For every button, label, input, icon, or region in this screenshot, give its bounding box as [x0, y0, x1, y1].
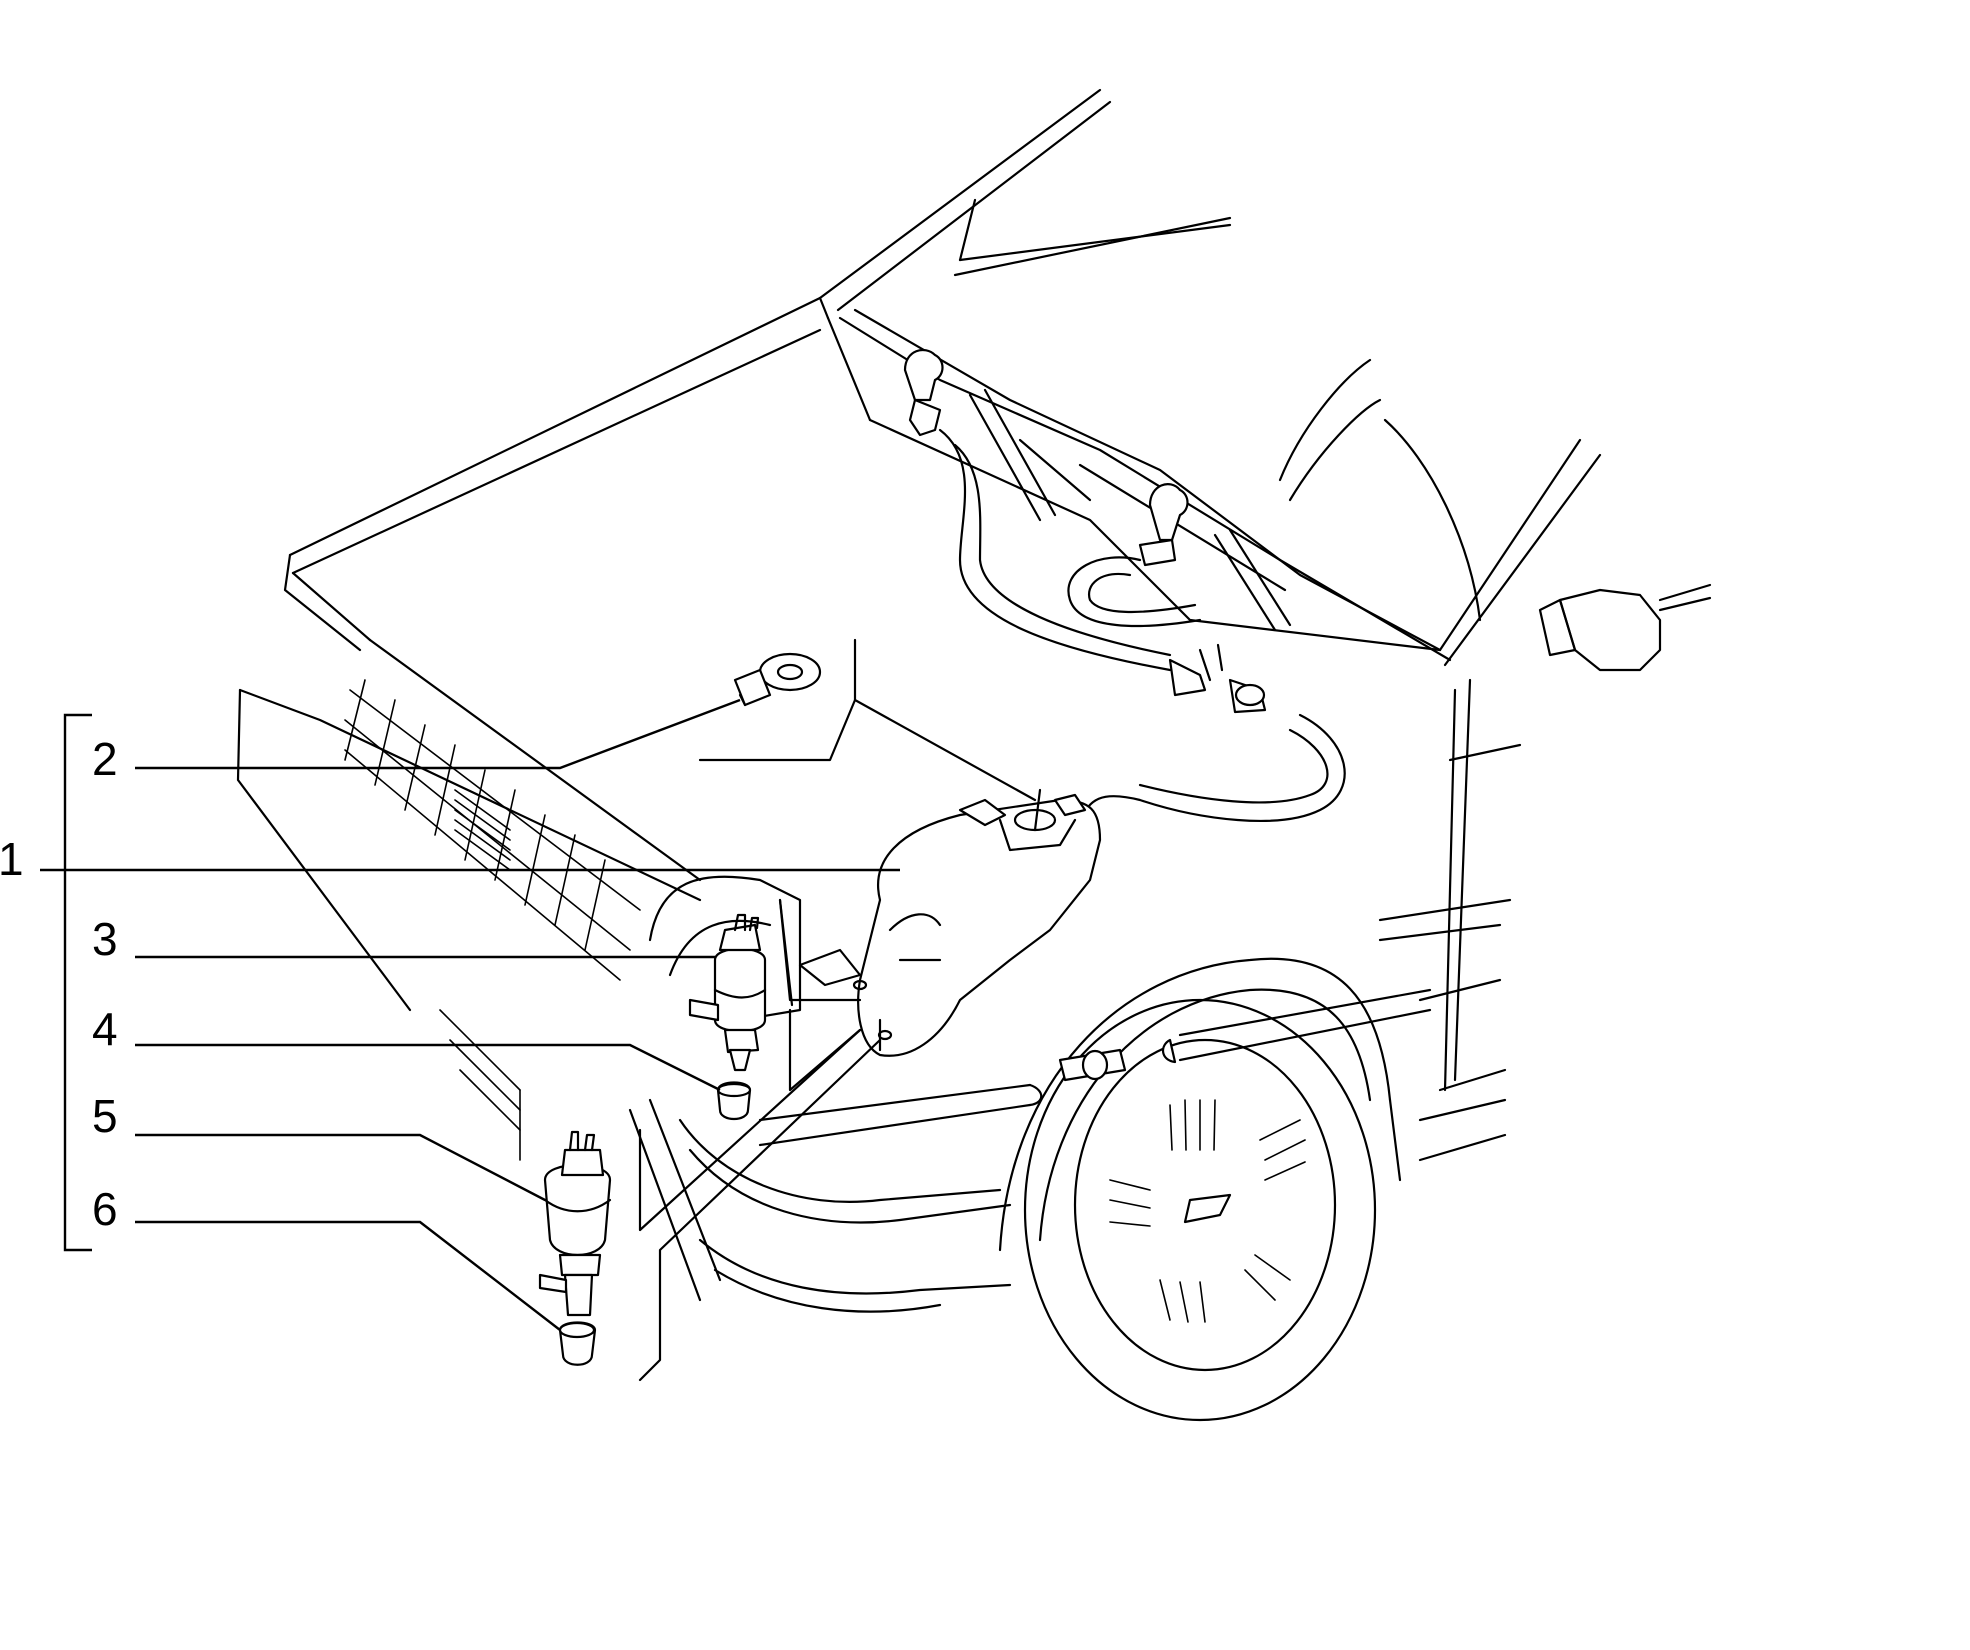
- callout-number-5: 5: [92, 1090, 118, 1142]
- callout-4: 4: [92, 1003, 721, 1092]
- callout-6: 6: [92, 1183, 561, 1331]
- callout-bracket: [63, 713, 92, 1252]
- exploded-guide-lines: [638, 638, 1037, 1382]
- callout-number-3: 3: [92, 913, 118, 965]
- callout-number-4: 4: [92, 1003, 118, 1055]
- windscreen-washer-pump-part: [688, 913, 767, 1121]
- headlamp-washer-pump-part: [538, 1130, 612, 1366]
- callout-number-1: 1: [0, 833, 24, 885]
- car-body-illustration: [236, 88, 1712, 1422]
- callout-1: 1: [0, 833, 900, 885]
- callout-number-2: 2: [92, 733, 118, 785]
- washer-hoses: [903, 348, 1432, 1082]
- callout-5: 5: [92, 1090, 546, 1202]
- callout-number-6: 6: [92, 1183, 118, 1235]
- callout-3: 3: [92, 913, 715, 965]
- grille: [344, 679, 641, 981]
- reservoir-cap-part: [733, 652, 822, 707]
- washer-reservoir-part: [798, 788, 1102, 1057]
- callout-2: 2: [92, 698, 741, 785]
